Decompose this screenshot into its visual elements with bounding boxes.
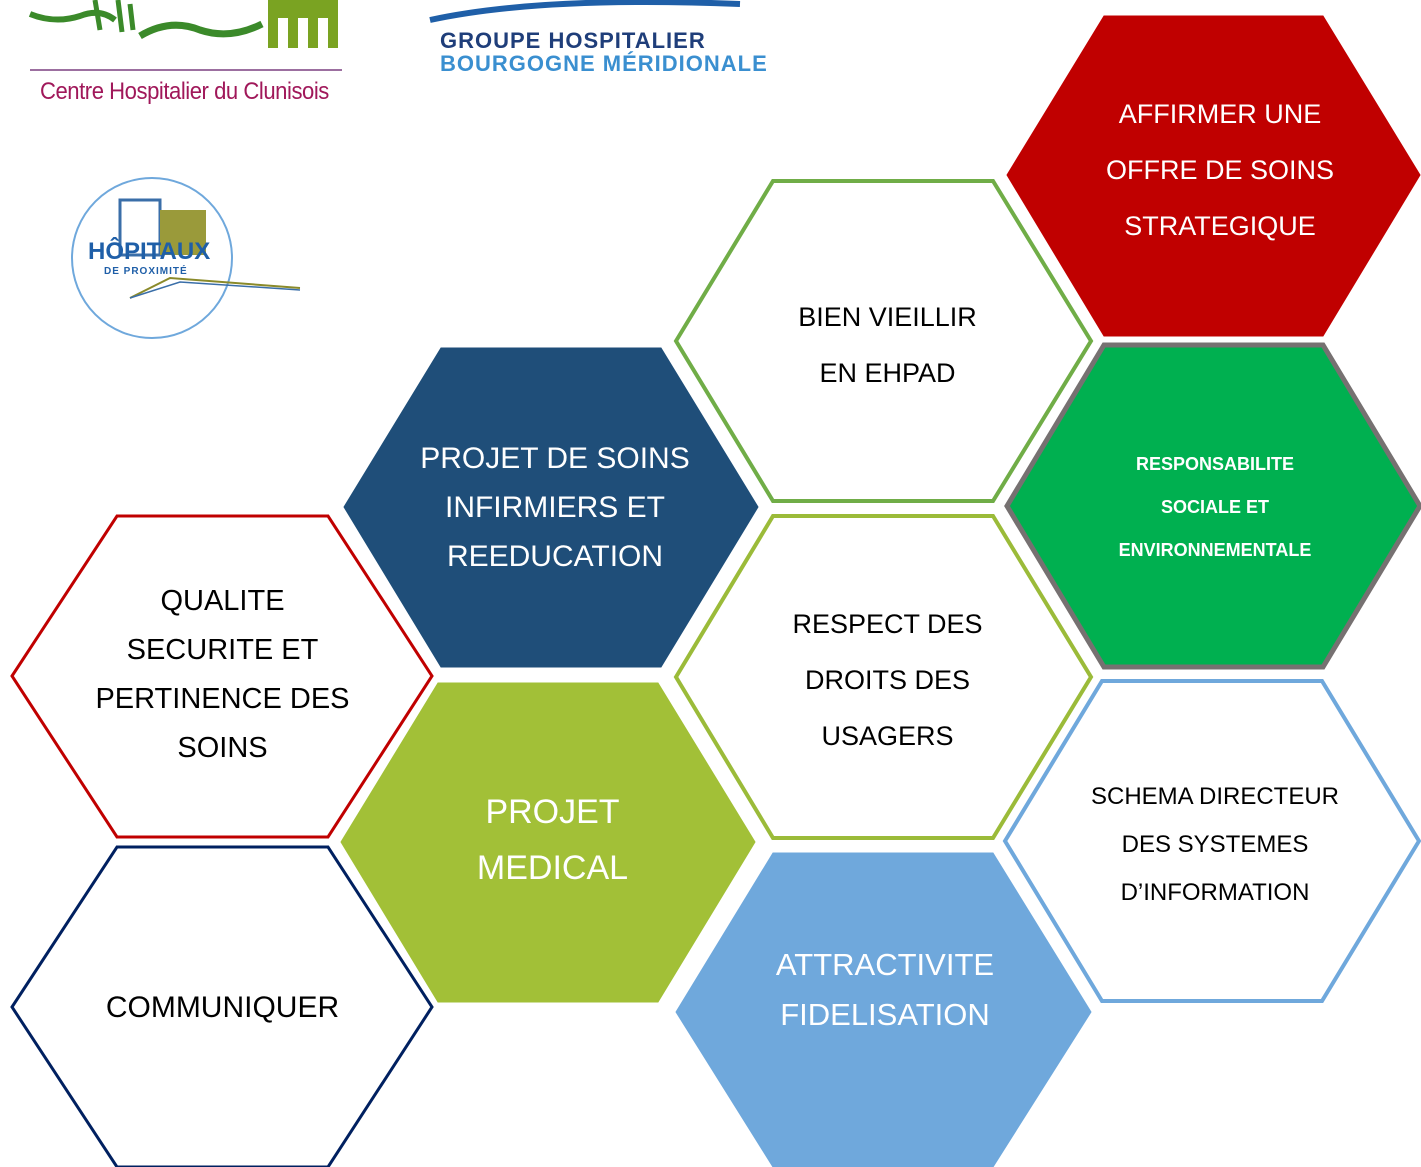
ghbm-swoosh-icon — [429, 0, 741, 23]
hex-label-affirmer: AFFIRMER UNE OFFRE DE SOINS STRATEGIQUE — [1030, 70, 1410, 270]
hex-label-line: RESPONSABILITE — [1135, 454, 1295, 474]
hex-label-line: PERTINENCE DES — [95, 683, 350, 715]
ghbm-line1: GROUPE HOSPITALIER — [440, 28, 706, 53]
hex-label-line: COMMUNIQUER — [105, 990, 340, 1024]
hex-label-line: BIEN VIEILLIR — [798, 302, 977, 332]
hex-label-projet-medical: PROJET MEDICAL — [370, 780, 735, 900]
hexagon-attractivite — [675, 852, 1092, 1167]
hex-label-line: SCHEMA DIRECTEUR — [1090, 783, 1340, 810]
hex-label-line: AFFIRMER UNE — [1118, 99, 1322, 129]
hex-label-line: DROITS DES — [804, 665, 971, 695]
hex-label-line: STRATEGIQUE — [1124, 211, 1316, 241]
clunisois-caption: Centre Hospitalier du Clunisois — [40, 78, 329, 105]
hex-label-line: QUALITE — [160, 585, 285, 617]
hex-label-line: SECURITE ET — [126, 634, 319, 666]
clunisois-logo-icon — [28, 0, 342, 71]
hex-label-rse: RESPONSABILITE SOCIALE ET ENVIRONNEMENTALE — [1030, 440, 1400, 575]
hex-label-line: PROJET — [485, 793, 620, 831]
hex-label-line: DES SYSTEMES — [1121, 831, 1309, 858]
hex-label-sdsi: SCHEMA DIRECTEUR DES SYSTEMES D’INFORMATIO… — [1030, 770, 1400, 920]
hex-label-line: USAGERS — [821, 721, 954, 751]
hexagon-affirmer — [1006, 15, 1421, 337]
hex-label-line: ENVIRONNEMENTALE — [1118, 540, 1312, 560]
hexagon-qualite — [10, 514, 434, 839]
hex-label-line: REEDUCATION — [446, 540, 664, 573]
hex-label-line: RESPECT DES — [792, 609, 983, 639]
hexagon-rse — [1004, 342, 1421, 670]
hex-label-line: INFIRMIERS ET — [444, 491, 665, 524]
hex-label-attractivite: ATTRACTIVITE FIDELISATION — [700, 935, 1070, 1045]
hex-label-line: D’INFORMATION — [1120, 879, 1310, 906]
hexagon-communiquer — [10, 845, 434, 1167]
hex-label-line: SOCIALE ET — [1160, 497, 1269, 517]
hex-label-respect: RESPECT DES DROITS DES USAGERS — [705, 595, 1070, 765]
hex-label-communiquer: COMMUNIQUER — [30, 980, 415, 1035]
hex-label-line: EN EHPAD — [819, 358, 956, 388]
hexagon-projet-soins — [343, 347, 759, 668]
hexagon-projet-medical — [340, 682, 756, 1003]
hopitaux-logo-icon — [71, 177, 301, 339]
hopitaux-word1: HÔPITAUX — [88, 238, 211, 265]
hexagon-bien-vieillir — [673, 179, 1094, 503]
hex-label-projet-soins: PROJET DE SOINS INFIRMIERS ET REEDUCATION — [370, 430, 740, 585]
hex-label-bien-vieillir: BIEN VIEILLIR EN EHPAD — [705, 280, 1070, 410]
hexagon-sdsi — [1002, 679, 1421, 1003]
hex-label-line: FIDELISATION — [780, 997, 990, 1032]
ghbm-line2: BOURGOGNE MÉRIDIONALE — [440, 51, 768, 76]
hopitaux-word2: DE PROXIMITÉ — [104, 266, 188, 277]
hex-label-line: ATTRACTIVITE — [775, 947, 995, 982]
hex-label-line: OFFRE DE SOINS — [1105, 155, 1335, 185]
hexagon-respect — [673, 514, 1094, 840]
hex-label-qualite: QUALITE SECURITE ET PERTINENCE DES SOINS — [30, 575, 415, 775]
hex-label-line: MEDICAL — [476, 849, 629, 887]
hex-label-line: PROJET DE SOINS — [420, 442, 690, 475]
hex-label-line: SOINS — [177, 732, 268, 764]
